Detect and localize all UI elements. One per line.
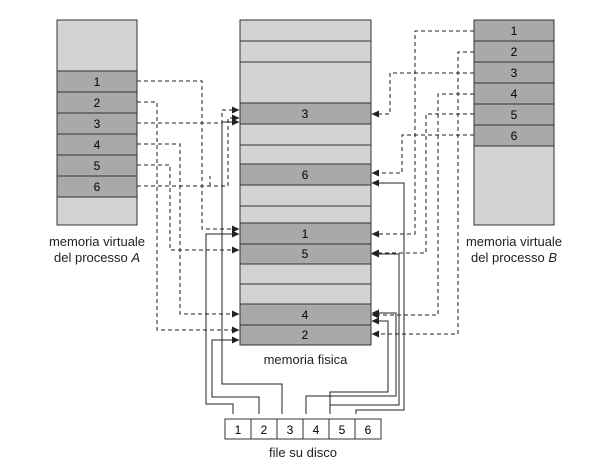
caption-process-b-line1: memoria virtuale (465, 234, 563, 249)
frame-page-6 (239, 163, 372, 186)
frame-page-1-label: 1 (302, 227, 309, 241)
disk-block-2-to-frame (211, 336, 260, 414)
disk-block-6-label: 6 (365, 423, 372, 437)
physical-memory: 3 6 1 5 4 2 (239, 19, 372, 346)
caption-process-b-letter: B (548, 250, 557, 265)
caption-process-b: memoria virtuale del processo B (444, 234, 584, 266)
arrow-b3-to-frame (371, 72, 474, 118)
disk-block-1-to-frame (205, 230, 240, 414)
arrow-b4-to-frame (371, 93, 474, 319)
frame-page-5 (239, 243, 372, 265)
virtual-memory-process-a: 1 2 3 4 5 6 (56, 19, 138, 226)
frame-page-2-label: 2 (302, 328, 309, 342)
arrow-a1-to-frame (137, 80, 240, 233)
page-a-1-label: 1 (94, 75, 101, 89)
arrow-a6-to-frame (137, 114, 240, 187)
frame-page-2 (239, 324, 372, 346)
arrow-a5-to-frame (137, 164, 240, 254)
disk-block-6-to-frame (355, 179, 405, 414)
arrow-b1-to-frame (371, 30, 474, 238)
disk-block-4-label: 4 (313, 423, 320, 437)
disk-block-3-label: 3 (287, 423, 294, 437)
arrow-b5-to-frame (371, 113, 474, 257)
page-a-4-label: 4 (94, 138, 101, 152)
page-b-6-label: 6 (511, 129, 518, 143)
caption-process-a: memoria virtuale del processo A (27, 234, 167, 266)
page-b-4-label: 4 (511, 87, 518, 101)
disk-block-4-to-frame (305, 309, 397, 414)
caption-disk-file: file su disco (269, 445, 337, 460)
caption-process-b-line2: del processo B (444, 250, 584, 266)
disk-file: 1 2 3 4 5 6 (224, 418, 382, 440)
caption-process-a-prefix: del processo (54, 250, 132, 265)
arrows-disk-to-memory (205, 118, 405, 414)
caption-process-a-line2: del processo A (27, 250, 167, 266)
page-b-3-label: 3 (511, 66, 518, 80)
frame-page-5-label: 5 (302, 247, 309, 261)
page-a-3-label: 3 (94, 117, 101, 131)
disk-block-5b-to-frame (329, 317, 389, 414)
disk-block-3-to-frame (221, 118, 283, 414)
page-b-1-label: 1 (511, 24, 518, 38)
arrow-a2-to-frame (137, 101, 240, 334)
frame-page-6-label: 6 (302, 168, 309, 182)
frame-page-3-label: 3 (302, 107, 309, 121)
caption-process-a-line1: memoria virtuale (48, 234, 146, 249)
arrows-process-a (137, 80, 240, 334)
arrow-b2-to-frame (371, 51, 474, 338)
disk-block-5-label: 5 (339, 423, 346, 437)
arrow-b6-to-frame (371, 134, 474, 177)
page-a-5-label: 5 (94, 159, 101, 173)
arrows-process-b (371, 30, 474, 338)
page-b-2-label: 2 (511, 45, 518, 59)
virtual-memory-process-b: 1 2 3 4 5 6 (473, 19, 555, 226)
arrow-a3-to-frame (137, 106, 240, 124)
caption-physical-memory: memoria fisica (263, 352, 348, 367)
arrow-a4-to-frame (137, 143, 240, 318)
disk-block-1-label: 1 (235, 423, 242, 437)
page-a-2-label: 2 (94, 96, 101, 110)
caption-process-b-prefix: del processo (471, 250, 549, 265)
page-b-5-label: 5 (511, 108, 518, 122)
frame-page-4-label: 4 (302, 308, 309, 322)
disk-block-2-label: 2 (261, 423, 268, 437)
frame-page-3 (239, 102, 372, 125)
caption-process-a-letter: A (131, 250, 140, 265)
page-a-6-label: 6 (94, 180, 101, 194)
